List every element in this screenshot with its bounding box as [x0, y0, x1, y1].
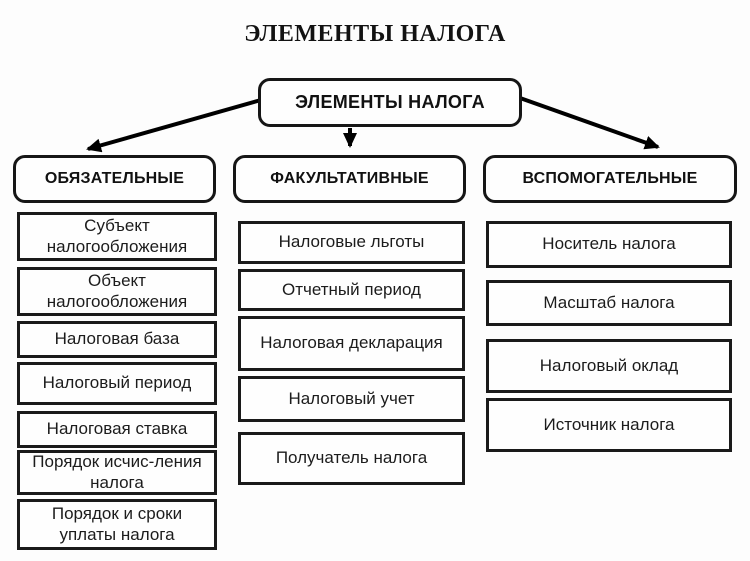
- auxiliary-item-tax-source: Источник налога: [486, 398, 732, 452]
- mandatory-item-payment-procedure: Порядок и сроки уплаты налога: [17, 499, 217, 550]
- item-label: Налоговый период: [42, 373, 192, 393]
- item-label: Субъект налогообложения: [46, 215, 188, 256]
- arrow-to-mandatory: [86, 98, 262, 153]
- facultative-item-tax-benefits: Налоговые льготы: [238, 221, 465, 264]
- category-facultative-label: ФАКУЛЬТАТИВНЫЕ: [270, 170, 429, 187]
- mandatory-item-subject: Субъект налогообложения: [17, 212, 217, 261]
- facultative-item-tax-accounting: Налоговый учет: [238, 376, 465, 422]
- page-title: ЭЛЕМЕНТЫ НАЛОГА: [244, 21, 506, 47]
- auxiliary-item-tax-scale: Масштаб налога: [486, 280, 732, 326]
- mandatory-item-object: Объект налогообложения: [17, 267, 217, 316]
- auxiliary-item-tax-bearer: Носитель налога: [486, 221, 732, 268]
- mandatory-item-tax-base: Налоговая база: [17, 321, 217, 358]
- mandatory-item-tax-period: Налоговый период: [17, 362, 217, 405]
- item-label: Отчетный период: [282, 279, 421, 299]
- mandatory-item-tax-rate: Налоговая ставка: [17, 411, 217, 448]
- category-auxiliary-label: ВСПОМОГАТЕЛЬНЫЕ: [522, 170, 698, 187]
- item-label: Порядок и сроки уплаты налога: [51, 503, 183, 544]
- category-facultative: ФАКУЛЬТАТИВНЫЕ: [233, 155, 466, 203]
- facultative-item-tax-declaration: Налоговая декларация: [238, 316, 465, 371]
- item-label: Налоговая база: [54, 329, 180, 349]
- item-label: Налоговые льготы: [278, 232, 425, 252]
- category-mandatory: ОБЯЗАТЕЛЬНЫЕ: [13, 155, 216, 203]
- arrow-to-auxiliary: [519, 96, 660, 150]
- item-label: Налоговый учет: [288, 388, 415, 408]
- category-mandatory-label: ОБЯЗАТЕЛЬНЫЕ: [44, 170, 185, 187]
- item-label: Налоговая декларация: [260, 333, 443, 353]
- item-label: Налоговый оклад: [539, 355, 679, 375]
- item-label: Порядок исчис-ления налога: [32, 451, 202, 492]
- root-node-label: ЭЛЕМЕНТЫ НАЛОГА: [295, 92, 485, 112]
- root-node: ЭЛЕМЕНТЫ НАЛОГА: [258, 78, 522, 127]
- item-label: Источник налога: [543, 414, 675, 434]
- item-label: Объект налогообложения: [46, 270, 188, 311]
- item-label: Получатель налога: [275, 448, 428, 468]
- item-label: Масштаб налога: [543, 292, 675, 312]
- facultative-item-reporting-period: Отчетный период: [238, 269, 465, 311]
- mandatory-item-calculation-procedure: Порядок исчис-ления налога: [17, 450, 217, 495]
- auxiliary-item-tax-salary: Налоговый оклад: [486, 339, 732, 393]
- item-label: Налоговая ставка: [46, 419, 188, 439]
- item-label: Носитель налога: [542, 234, 676, 254]
- category-auxiliary: ВСПОМОГАТЕЛЬНЫЕ: [483, 155, 737, 203]
- facultative-item-tax-recipient: Получатель налога: [238, 432, 465, 485]
